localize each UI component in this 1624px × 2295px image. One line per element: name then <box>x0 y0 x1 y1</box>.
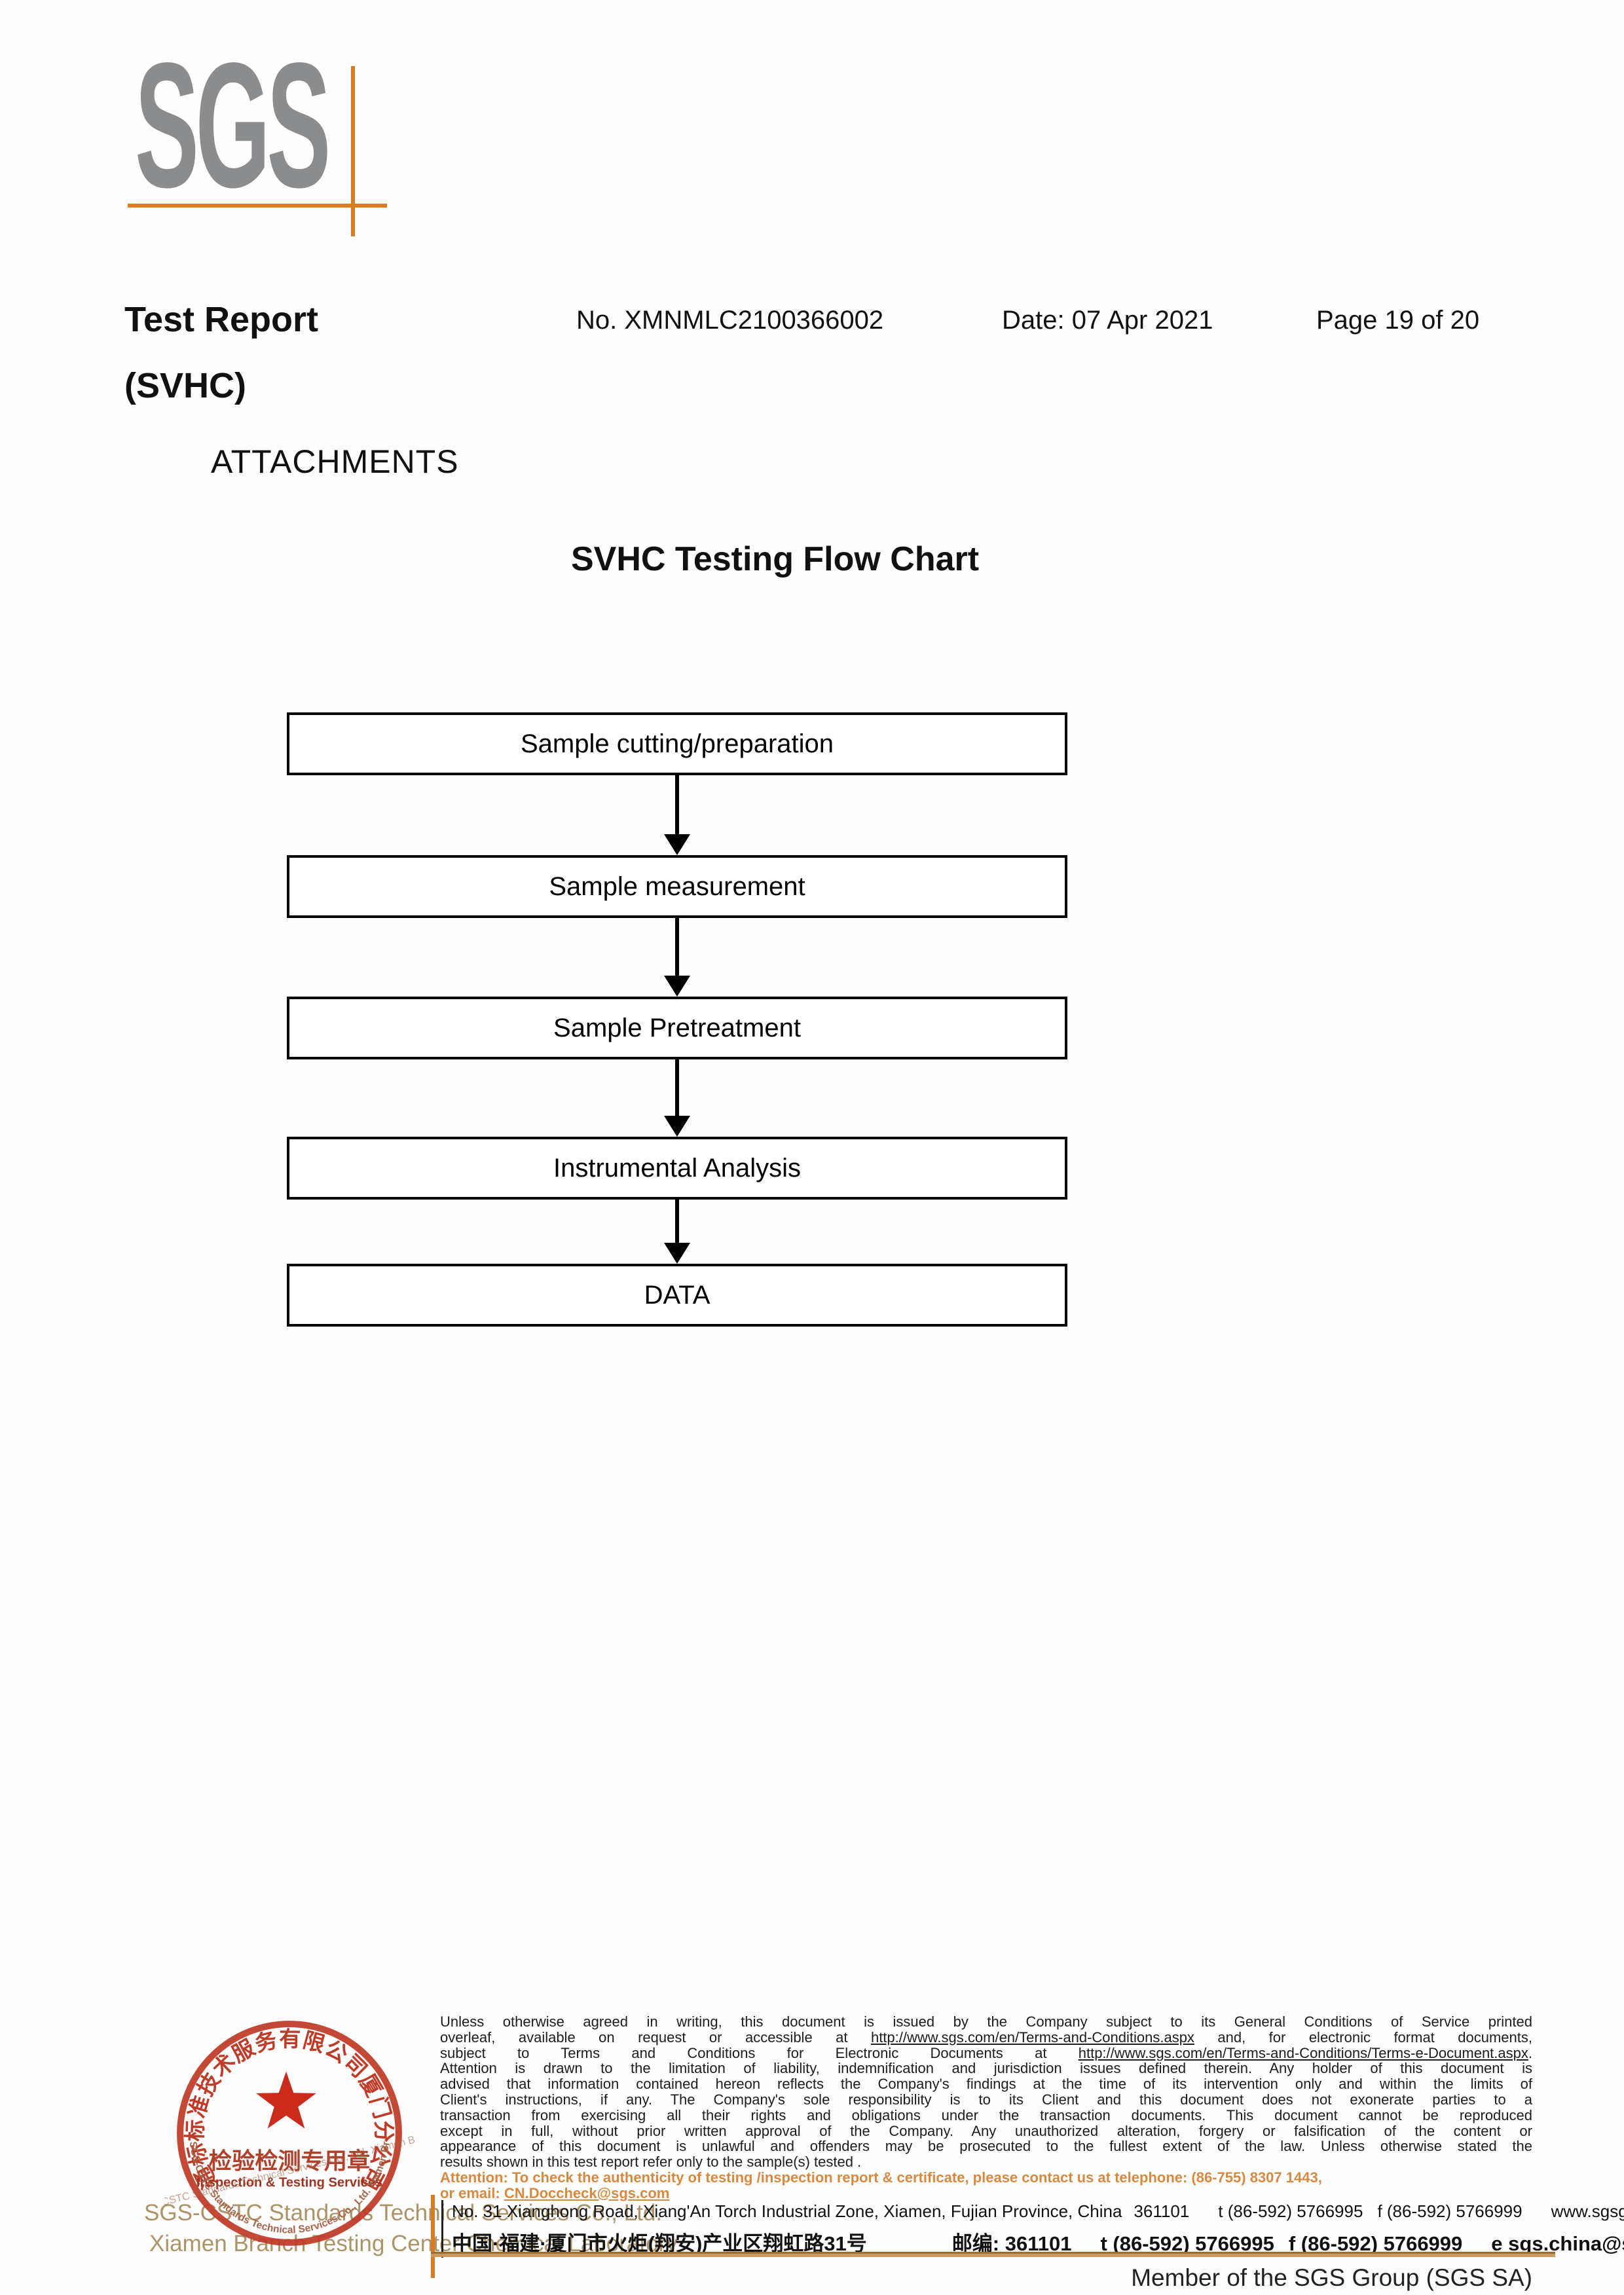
address-street-cn: 中国·福建·厦门市火炬(翔安)产业区翔虹路31号 <box>452 2232 867 2255</box>
down-arrow-icon <box>664 1200 690 1264</box>
email-address: e sgs.china@sgs.com <box>1491 2232 1624 2255</box>
flow-step-box: Sample measurement <box>287 855 1067 918</box>
arrow-shaft <box>675 1059 679 1117</box>
legal-text-line: results shown in this test report refer … <box>440 2154 862 2170</box>
stamp-center-english: Inspection & Testing Services <box>196 2175 382 2190</box>
attention-text-line: or email: CN.Doccheck@sgs.com <box>440 2185 670 2201</box>
telephone-cn: t (86-592) 5766995 <box>1100 2232 1274 2255</box>
sgs-logo: SGS <box>135 26 331 225</box>
report-title-line1: Test Report <box>124 300 319 339</box>
address-row-chinese: 中国·福建·厦门市火炬(翔安)产业区翔虹路31号 邮编: 361101 t (8… <box>452 2227 1624 2256</box>
stamp-center-chinese: 检验检测专用章 <box>209 2148 370 2174</box>
legal-text-line: Attention is drawn to the limitation of … <box>440 2061 1532 2077</box>
legal-text-line: advised that information contained hereo… <box>440 2076 1532 2092</box>
arrow-head <box>664 1243 690 1264</box>
flow-step-box: Sample Pretreatment <box>287 997 1067 1059</box>
flow-step-box: DATA <box>287 1264 1067 1327</box>
report-title: Test Report (SVHC) <box>124 287 318 419</box>
logo-horizontal-line <box>128 204 387 208</box>
flow-step-label: Sample cutting/preparation <box>520 729 834 758</box>
legal-text-block: Unless otherwise agreed in writing, this… <box>440 2014 1532 2201</box>
report-date: Date: 07 Apr 2021 <box>1002 306 1213 335</box>
report-number: No. XMNMLC2100366002 <box>576 306 884 335</box>
footer-orange-vertical-line <box>431 2195 435 2278</box>
legal-text-line: Unless otherwise agreed in writing, this… <box>440 2014 1532 2030</box>
website: www.sgsgroup.com.cn <box>1551 2201 1624 2221</box>
legal-text-line: transaction from exercising all their ri… <box>440 2107 1532 2123</box>
member-of-sgs-group-text: Member of the SGS Group (SGS SA) <box>1131 2264 1532 2291</box>
arrow-head <box>664 1116 690 1137</box>
postal-code-en: 361101 <box>1134 2201 1190 2221</box>
down-arrow-icon <box>664 1059 690 1137</box>
fax-cn: f (86-592) 5766999 <box>1288 2232 1463 2255</box>
flow-chart-title: SVHC Testing Flow Chart <box>571 540 980 578</box>
telephone-en: t (86-592) 5766995 <box>1218 2201 1363 2221</box>
footer-horizontal-rule <box>431 2252 1555 2257</box>
report-title-line2: (SVHC) <box>124 366 246 405</box>
down-arrow-icon <box>664 918 690 997</box>
arrow-head <box>664 976 690 997</box>
attention-text-line: Attention: To check the authenticity of … <box>440 2169 1322 2186</box>
logo-vertical-line <box>351 66 355 236</box>
company-stamp: 通标标准技术服务有限公司厦门分公司 检验检测专用章 Inspection & T… <box>136 2000 442 2258</box>
legal-text-line: overleaf, available on request or access… <box>440 2029 1532 2046</box>
address-row-english: No. 31 Xianghong Road, Xiang'An Torch In… <box>452 2201 1624 2222</box>
star-icon <box>256 2071 316 2129</box>
down-arrow-icon <box>664 775 690 855</box>
legal-text-line: except in full, without prior written ap… <box>440 2123 1532 2139</box>
flow-step-label: Instrumental Analysis <box>553 1153 801 1183</box>
fax-en: f (86-592) 5766999 <box>1377 2201 1522 2221</box>
attachments-heading: ATTACHMENTS <box>211 443 459 480</box>
flow-step-label: DATA <box>644 1280 710 1310</box>
legal-text-line: appearance of this document is unlawful … <box>440 2139 1532 2155</box>
arrow-shaft <box>675 918 679 977</box>
stamp-ring <box>177 2021 402 2246</box>
address-street-en: No. 31 Xianghong Road, Xiang'An Torch In… <box>452 2201 1122 2221</box>
flow-step-box: Instrumental Analysis <box>287 1137 1067 1200</box>
arrow-head <box>664 834 690 855</box>
terms-link[interactable]: http://www.sgs.com/en/Terms-and-Conditio… <box>870 2029 1194 2046</box>
terms-e-document-link[interactable]: http://www.sgs.com/en/Terms-and-Conditio… <box>1078 2045 1528 2061</box>
postal-code-cn: 邮编: 361101 <box>951 2232 1072 2255</box>
arrow-shaft <box>675 1200 679 1244</box>
legal-text-line: subject to Terms and Conditions for Elec… <box>440 2045 1532 2061</box>
footer-black-vertical-line <box>441 2200 443 2258</box>
page-indicator: Page 19 of 20 <box>1316 306 1480 335</box>
address-block: No. 31 Xianghong Road, Xiang'An Torch In… <box>452 2201 1624 2256</box>
flow-step-box: Sample cutting/preparation <box>287 712 1067 775</box>
arrow-shaft <box>675 775 679 835</box>
doccheck-email-link[interactable]: CN.Doccheck@sgs.com <box>504 2185 670 2201</box>
flow-step-label: Sample Pretreatment <box>553 1013 801 1042</box>
flow-step-label: Sample measurement <box>549 872 805 901</box>
legal-text-line: Client's instructions, if any. The Compa… <box>440 2091 1532 2108</box>
